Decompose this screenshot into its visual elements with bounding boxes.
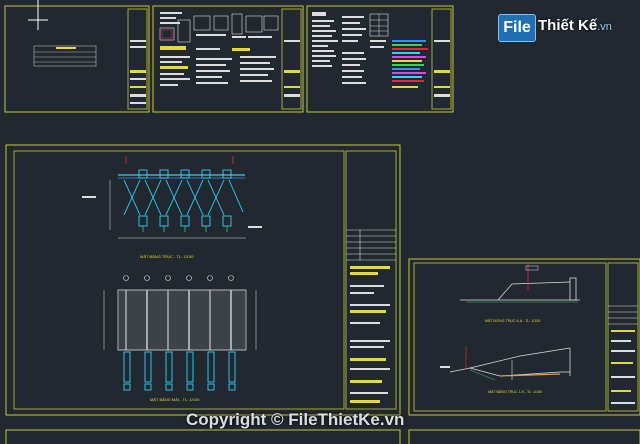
watermark-logo-tld: .vn bbox=[597, 21, 612, 33]
section-top: MẶT ĐỨNG TRỤC A-A - TL: 1/100 bbox=[460, 264, 580, 323]
watermark-logo: File Thiết Kế.vn bbox=[498, 14, 616, 42]
sheet-notes-1[interactable] bbox=[152, 5, 304, 113]
plan-bottom-caption: MẶT BẰNG MÁI - TL: 1/100 bbox=[150, 397, 200, 402]
title-block-sections bbox=[608, 305, 638, 404]
sheet-sections[interactable]: MẶT ĐỨNG TRỤC A-A - TL: 1/100 MẶT BẰNG T… bbox=[408, 258, 640, 416]
sheet-floor-plan[interactable]: MẶT BẰNG TRỤC - TL: 1/100 bbox=[5, 144, 401, 416]
section-bottom: MẶT BẰNG TRỤC 1-9 - TL: 1/100 bbox=[440, 346, 571, 394]
roof-truss-plan: MẶT BẰNG TRỤC - TL: 1/100 bbox=[82, 156, 262, 259]
watermark-logo-text: Thiết Kế.vn bbox=[538, 17, 612, 34]
roof-plan: MẶT BẰNG MÁI - TL: 1/100 bbox=[103, 275, 257, 402]
sheet-partial-bottom[interactable] bbox=[5, 429, 640, 444]
title-block-1 bbox=[130, 40, 146, 104]
title-block-plan bbox=[346, 229, 396, 403]
sheet-cover[interactable] bbox=[4, 0, 150, 113]
watermark-logo-box: File bbox=[498, 14, 536, 42]
watermark-logo-name: Thiết Kế bbox=[538, 17, 598, 34]
plan-top-caption: MẶT BẰNG TRỤC - TL: 1/100 bbox=[140, 254, 194, 259]
sheet-notes-2[interactable] bbox=[306, 5, 454, 113]
section-bottom-caption: MẶT BẰNG TRỤC 1-9 - TL: 1/100 bbox=[488, 389, 542, 394]
watermark-copyright: Copyright © FileThietKe.vn bbox=[186, 410, 405, 429]
section-top-caption: MẶT ĐỨNG TRỤC A-A - TL: 1/100 bbox=[485, 318, 540, 323]
